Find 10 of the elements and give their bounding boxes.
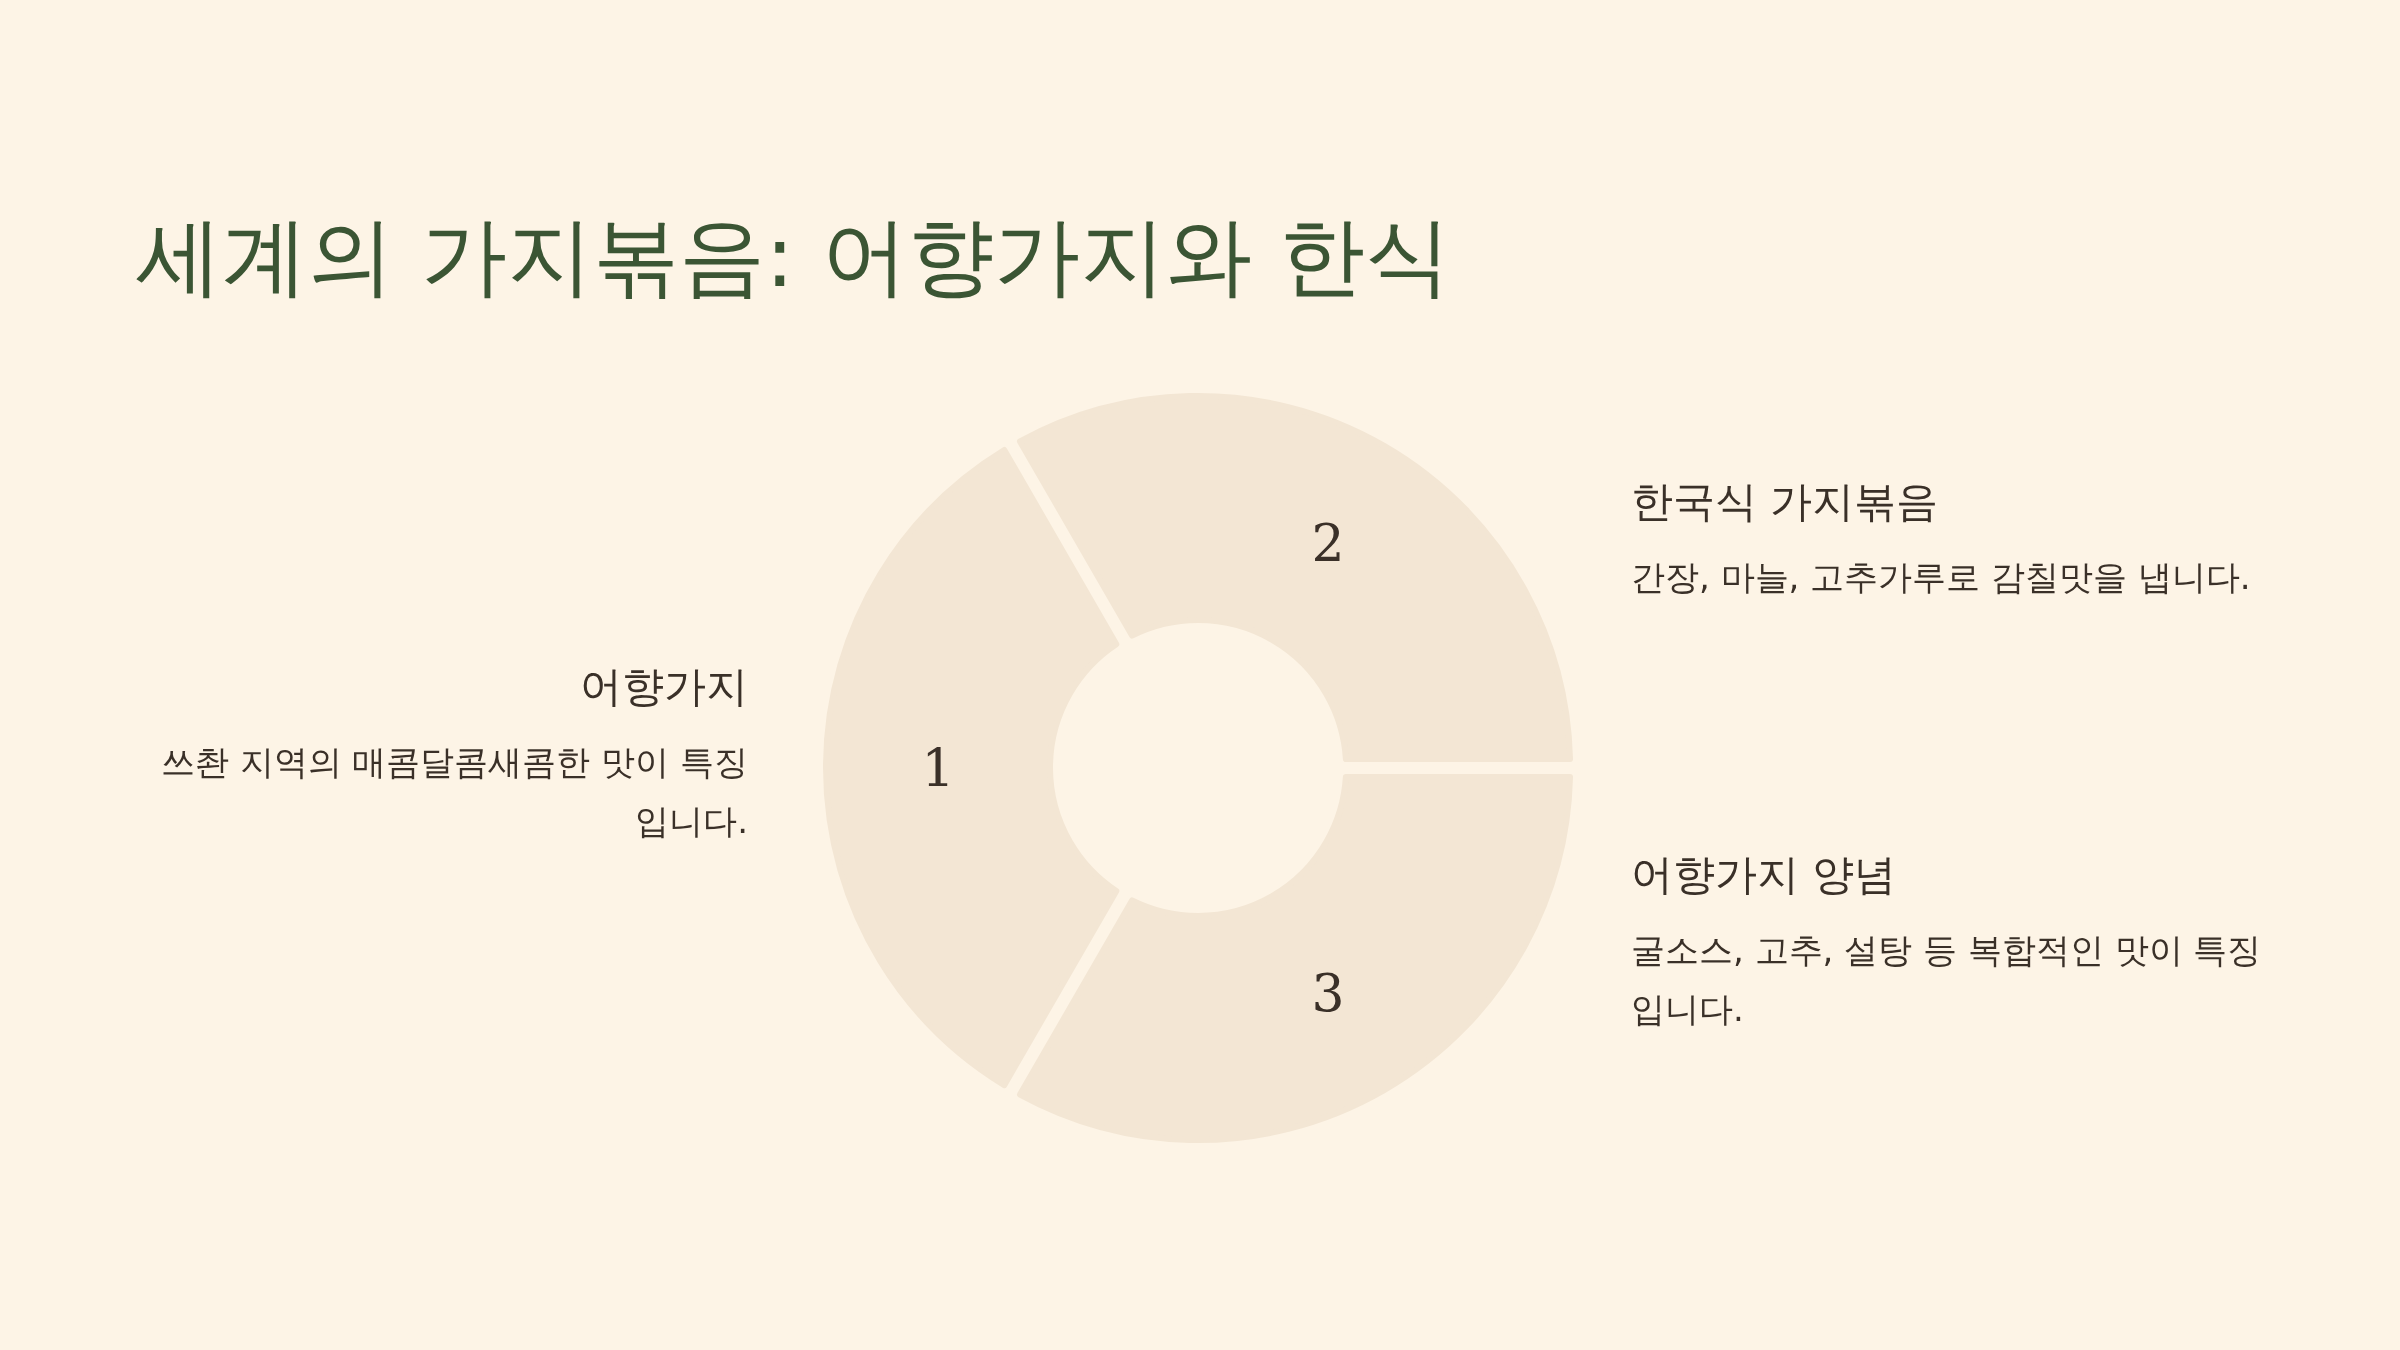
item-description: 굴소스, 고추, 설탕 등 복합적인 맛이 특징입니다. [1631,928,2263,1032]
item-description: 간장, 마늘, 고추가루로 감칠맛을 냅니다. [1631,555,2252,599]
segment-number: 1 [921,738,955,798]
item-description: 쓰촨 지역의 매콤달콤새콤한 맛이 특징입니다. [159,740,748,844]
slide-title: 세계의 가지볶음: 어향가지와 한식 [136,205,1451,308]
segment-number: 2 [1311,512,1345,573]
segment-number: 3 [1311,963,1345,1024]
item-heading: 어향가지 [579,661,748,713]
item-heading: 어향가지 양념 [1631,849,1898,901]
item-heading: 한국식 가지볶음 [1631,476,1940,528]
